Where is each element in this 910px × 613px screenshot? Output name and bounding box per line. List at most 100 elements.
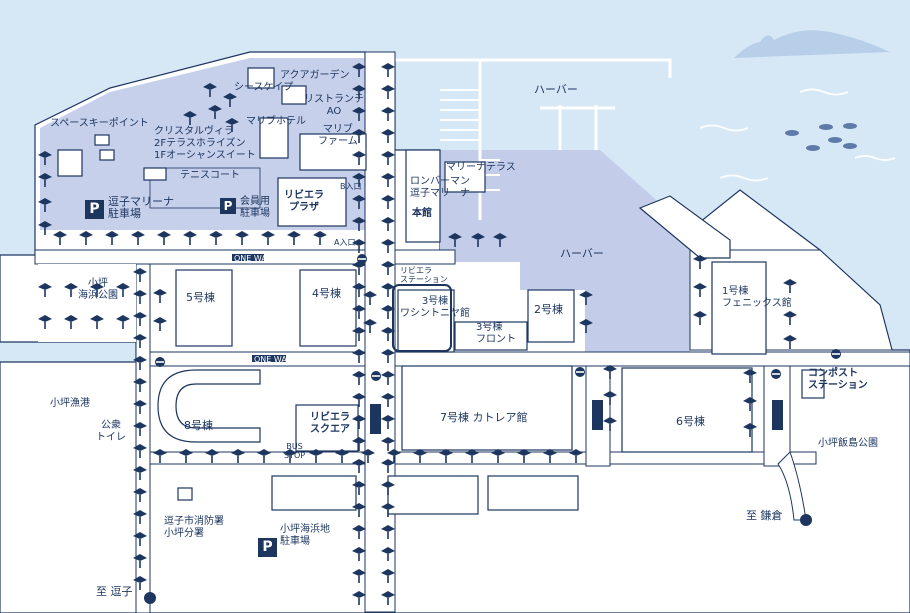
palm-tree — [381, 151, 395, 165]
direction-chevrons — [144, 514, 812, 604]
palm-tree — [743, 369, 757, 383]
label-bldg-3-front: 3号棟 フロント — [476, 322, 516, 345]
palm-tree — [133, 466, 147, 480]
palm-tree — [491, 449, 505, 463]
palm-tree — [352, 327, 366, 341]
label-iijima-park: 小坪飯島公園 — [818, 438, 878, 449]
palm-tree — [79, 231, 93, 245]
palm-tree — [153, 317, 167, 331]
palm-tree — [287, 231, 301, 245]
palm-tree — [381, 85, 395, 99]
label-marina-terrace: マリーナテラス — [446, 162, 516, 173]
palm-tree — [183, 231, 197, 245]
palm-tree — [133, 312, 147, 326]
palm-tree — [381, 305, 395, 319]
palm-tree — [381, 349, 395, 363]
palm-tree — [381, 129, 395, 143]
palm-tree — [352, 481, 366, 495]
palm-tree — [381, 569, 395, 583]
palm-tree — [783, 335, 797, 349]
label-riviera-station: リビエラ ステーション — [400, 266, 448, 284]
palm-tree — [133, 378, 147, 392]
palm-tree — [381, 107, 395, 121]
palm-tree — [381, 415, 395, 429]
palm-tree — [53, 231, 67, 245]
palm-tree — [471, 233, 485, 247]
island-silhouette — [734, 30, 890, 58]
palm-tree — [309, 449, 323, 463]
palm-tree — [381, 437, 395, 451]
palm-trees — [38, 63, 797, 605]
palm-tree — [413, 449, 427, 463]
palm-tree — [352, 349, 366, 363]
one-way-sign: ONE WAY — [234, 254, 272, 263]
palm-tree — [381, 371, 395, 385]
palm-tree — [603, 417, 617, 431]
palm-tree — [352, 305, 366, 319]
palm-tree — [133, 400, 147, 414]
palm-tree — [352, 85, 366, 99]
palm-tree — [352, 525, 366, 539]
pier-fingers — [440, 89, 500, 191]
label-main-building: 本館 — [412, 208, 432, 219]
palm-tree — [209, 231, 223, 245]
palm-tree — [105, 231, 119, 245]
palm-tree — [352, 173, 366, 187]
palm-tree — [361, 449, 375, 463]
palm-tree — [133, 290, 147, 304]
palm-tree — [352, 503, 366, 517]
palm-tree — [223, 93, 237, 107]
label-riviera-plaza: リビエラ プラザ — [284, 190, 324, 213]
label-tennis-court: テニスコート — [180, 170, 240, 181]
no-entry-bars — [156, 258, 840, 377]
palm-tree — [133, 422, 147, 436]
palm-tree — [352, 393, 366, 407]
palm-tree — [387, 449, 401, 463]
one-way-signs — [232, 254, 783, 434]
selected-building-highlight — [392, 284, 452, 352]
harbor-water-upper — [395, 60, 700, 150]
palm-tree — [352, 217, 366, 231]
palm-tree — [579, 291, 593, 305]
palm-tree — [203, 83, 217, 97]
palm-tree — [133, 554, 147, 568]
label-bldg-8: 8号棟 — [184, 419, 213, 432]
palm-tree — [352, 63, 366, 77]
palm-tree — [783, 279, 797, 293]
palm-tree — [603, 391, 617, 405]
palm-tree — [517, 449, 531, 463]
label-koajiro-beach-parking: 小坪海浜地 駐車場 — [280, 524, 330, 547]
palm-tree — [283, 449, 297, 463]
palm-tree — [205, 449, 219, 463]
harbor-water — [440, 150, 690, 358]
palm-tree — [381, 591, 395, 605]
palm-tree — [352, 547, 366, 561]
tennis-court-area — [149, 167, 261, 209]
palm-tree — [381, 547, 395, 561]
palm-tree — [133, 268, 147, 282]
palm-tree — [381, 261, 395, 275]
label-bldg-6: 6号棟 — [676, 415, 705, 428]
palm-tree — [90, 283, 104, 297]
palm-tree — [381, 393, 395, 407]
label-koajiro-beach-park: 小坪 海浜公園 — [78, 278, 118, 301]
palm-tree — [153, 289, 167, 303]
palm-tree — [133, 532, 147, 546]
label-public-toilet: 公衆 トイレ — [96, 420, 126, 443]
palm-tree — [543, 449, 557, 463]
palm-tree — [381, 503, 395, 517]
palm-tree — [743, 423, 757, 437]
fish-school — [785, 123, 857, 151]
palm-tree — [133, 444, 147, 458]
palm-tree — [381, 459, 395, 473]
palm-tree — [38, 315, 52, 329]
palm-tree — [381, 63, 395, 77]
palm-tree — [352, 371, 366, 385]
palm-tree — [116, 315, 130, 329]
palm-tree — [116, 283, 130, 297]
palm-tree — [38, 198, 52, 212]
palm-tree — [352, 459, 366, 473]
parking-icon: P — [258, 538, 277, 557]
palm-tree — [133, 356, 147, 370]
